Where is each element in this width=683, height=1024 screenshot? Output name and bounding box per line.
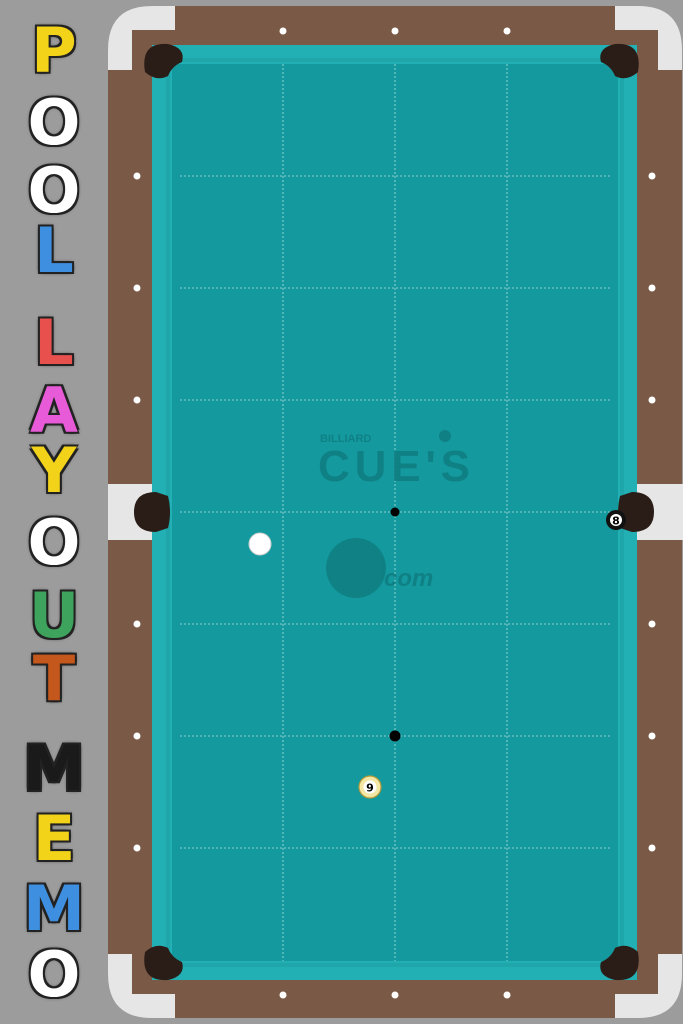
ball-8-label: 8 (612, 515, 620, 528)
diamond-marker (648, 620, 656, 628)
corner-plate-bottom-left (108, 954, 175, 1018)
cues-logo-watermark: BILLIARD CUE'S com (318, 430, 470, 598)
title-letter-7: Y (31, 434, 77, 507)
ball-9-label: 9 (366, 782, 374, 795)
corner-plate-top-right (615, 6, 682, 70)
pocket-bottom-left (144, 945, 183, 981)
diamond-marker (133, 284, 141, 292)
pocket-bottom-right (600, 945, 639, 981)
title-letter-13: M (23, 872, 85, 945)
title-letter-8: O (27, 506, 81, 579)
diamond-marker (279, 27, 287, 35)
pocket-side-left (134, 492, 170, 532)
pocket-side-right (618, 492, 654, 532)
title-letter-2: O (27, 86, 81, 159)
pocket-top-left (144, 43, 183, 79)
diamond-marker (279, 991, 287, 999)
title-letter-12: E (32, 802, 76, 875)
diamond-marker (648, 844, 656, 852)
logo-circle-icon (326, 538, 386, 598)
diamond-marker (503, 27, 511, 35)
diamond-marker (133, 172, 141, 180)
ball-9[interactable]: 9 (358, 775, 382, 799)
title-letter-11: M (23, 732, 85, 805)
diamond-marker (133, 620, 141, 628)
diamond-marker (133, 732, 141, 740)
diamond-marker (391, 27, 399, 35)
title-letter-4: L (34, 214, 74, 287)
corner-plate-bottom-right (615, 954, 682, 1018)
center-spot (390, 507, 400, 517)
title-letter-9: U (28, 579, 80, 652)
diamond-marker (648, 732, 656, 740)
cue-ball[interactable] (248, 532, 272, 556)
corner-plate-top-left (108, 6, 175, 70)
logo-main-text: CUE'S (318, 442, 470, 491)
title-strip (0, 0, 107, 1024)
title-letter-10: T (32, 642, 76, 715)
title-letter-3: O (27, 154, 81, 227)
logo-ball-icon (439, 430, 451, 442)
ball-8[interactable]: 8 (606, 510, 626, 530)
rail-diamonds (133, 27, 656, 999)
diamond-marker (133, 844, 141, 852)
title-letter-14: O (27, 938, 81, 1011)
diamond-marker (648, 396, 656, 404)
title-letter-5: L (34, 306, 74, 379)
title-letter-1: P (31, 14, 77, 87)
foot-spot (389, 730, 401, 742)
diamond-marker (648, 284, 656, 292)
diamond-marker (391, 991, 399, 999)
diamond-marker (503, 991, 511, 999)
title-letter-6: A (30, 374, 78, 447)
logo-com-text: com (384, 565, 433, 592)
diamond-marker (648, 172, 656, 180)
diamond-marker (133, 396, 141, 404)
logo-small-text: BILLIARD (320, 433, 371, 445)
pocket-top-right (600, 43, 639, 79)
